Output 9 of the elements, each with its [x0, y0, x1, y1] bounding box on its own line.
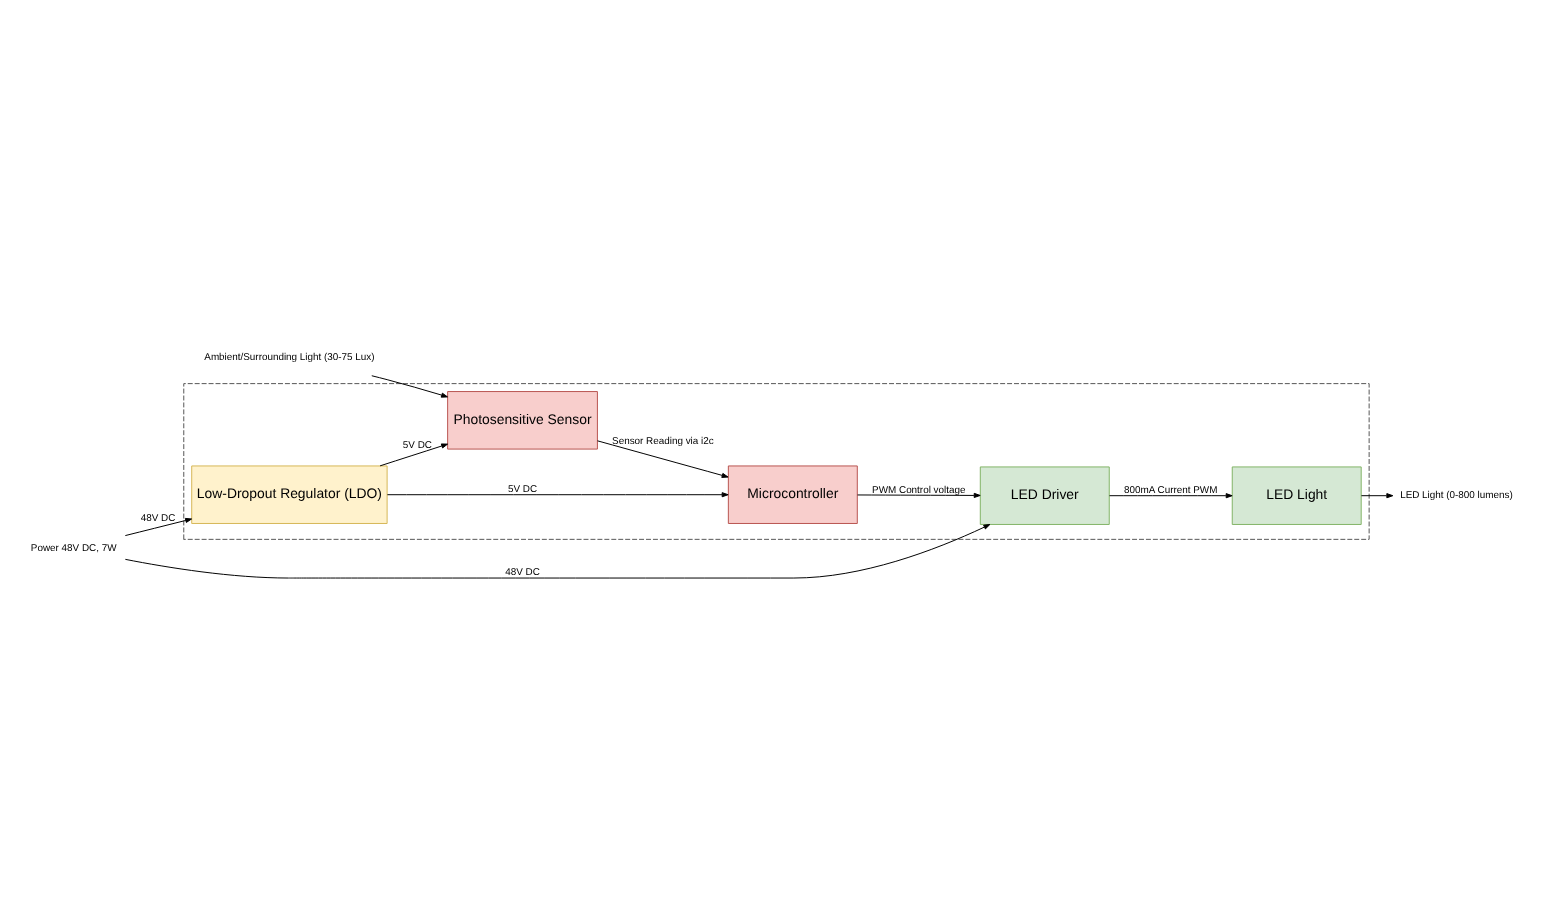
arrow	[371, 374, 448, 397]
arrow	[124, 523, 991, 578]
arrow	[124, 516, 193, 536]
arrow	[1109, 492, 1233, 498]
arrow	[597, 439, 729, 477]
arrow	[379, 442, 449, 466]
arrow	[1360, 492, 1394, 498]
arrow	[386, 491, 729, 497]
arrow	[857, 491, 981, 497]
